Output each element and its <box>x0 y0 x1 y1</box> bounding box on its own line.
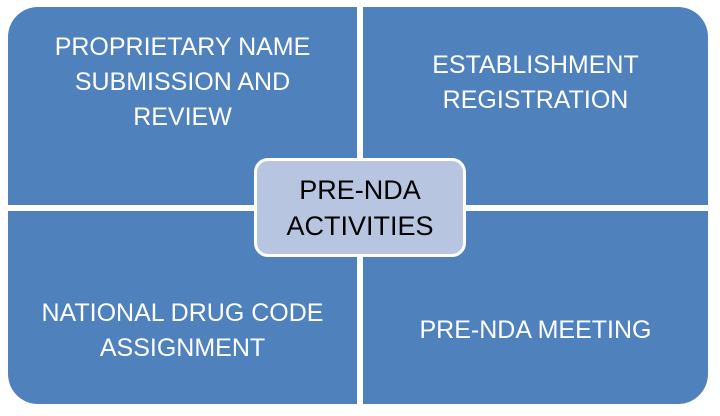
label-line: ESTABLISHMENT <box>432 50 639 79</box>
quadrant-label: PROPRIETARY NAME SUBMISSION AND REVIEW <box>8 30 357 135</box>
label-line: PRE-NDA <box>299 174 421 205</box>
label-line: PROPRIETARY NAME <box>54 33 311 61</box>
quadrant-proprietary-name-submission-and-review: PROPRIETARY NAME SUBMISSION AND REVIEW <box>8 7 357 205</box>
pre-nda-activities-matrix-diagram: PROPRIETARY NAME SUBMISSION AND REVIEW E… <box>8 7 708 404</box>
center-title-label: PRE-NDA ACTIVITIES <box>257 172 463 244</box>
label-line: PRE-NDA MEETING <box>419 316 652 344</box>
quadrant-label: PRE-NDA MEETING <box>363 313 708 348</box>
label-line: REVIEW <box>133 103 232 131</box>
quadrant-label: ESTABLISHMENT REGISTRATION <box>363 48 708 118</box>
center-title-box: PRE-NDA ACTIVITIES <box>254 158 466 257</box>
label-line: SUBMISSION AND <box>74 68 291 96</box>
label-line: ASSIGNMENT <box>99 333 266 362</box>
quadrant-label: NATIONAL DRUG CODE ASSIGNMENT <box>8 296 357 366</box>
label-line: NATIONAL DRUG CODE <box>41 298 324 327</box>
label-line: REGISTRATION <box>442 85 629 114</box>
label-line: ACTIVITIES <box>286 210 434 241</box>
